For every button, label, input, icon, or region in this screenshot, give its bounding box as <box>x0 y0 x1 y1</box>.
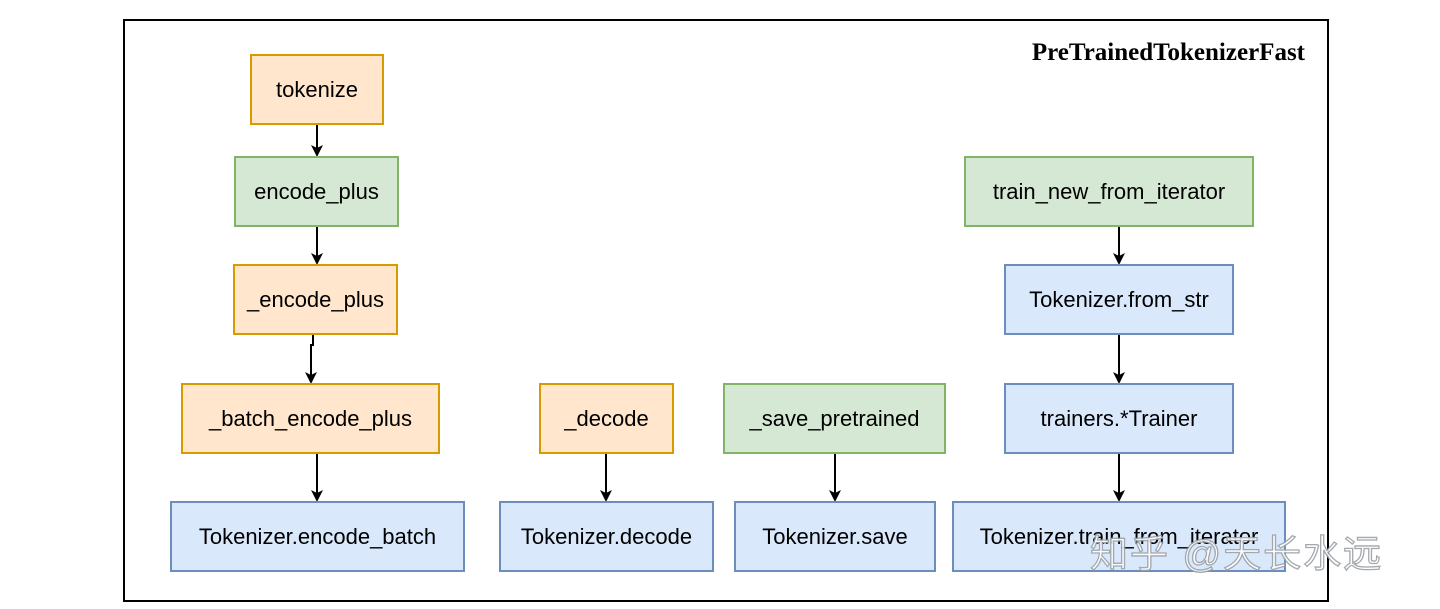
node-tokenizer-train-from-iterator: Tokenizer.train_from_iterator <box>952 501 1286 572</box>
node-batch-encode-plus: _batch_encode_plus <box>181 383 440 454</box>
arrow-private-to-batch <box>305 335 317 384</box>
node-tokenizer-from-str: Tokenizer.from_str <box>1004 264 1234 335</box>
diagram-title: PreTrainedTokenizerFast <box>1031 39 1305 66</box>
node-encode-plus: encode_plus <box>234 156 399 227</box>
node-tokenize: tokenize <box>250 54 384 125</box>
node-save-pretrained: _save_pretrained <box>723 383 946 454</box>
node-private-encode-plus: _encode_plus <box>233 264 398 335</box>
node-tokenizer-decode: Tokenizer.decode <box>499 501 714 572</box>
node-private-decode: _decode <box>539 383 674 454</box>
node-tokenizer-save: Tokenizer.save <box>734 501 936 572</box>
node-tokenizer-encode-batch: Tokenizer.encode_batch <box>170 501 465 572</box>
node-train-new-from-iterator: train_new_from_iterator <box>964 156 1254 227</box>
watermark-text: 知乎 @天长水远 <box>1089 533 1384 576</box>
diagram-frame: PreTrainedTokenizerFast <box>123 19 1329 602</box>
node-trainers-trainer: trainers.*Trainer <box>1004 383 1234 454</box>
